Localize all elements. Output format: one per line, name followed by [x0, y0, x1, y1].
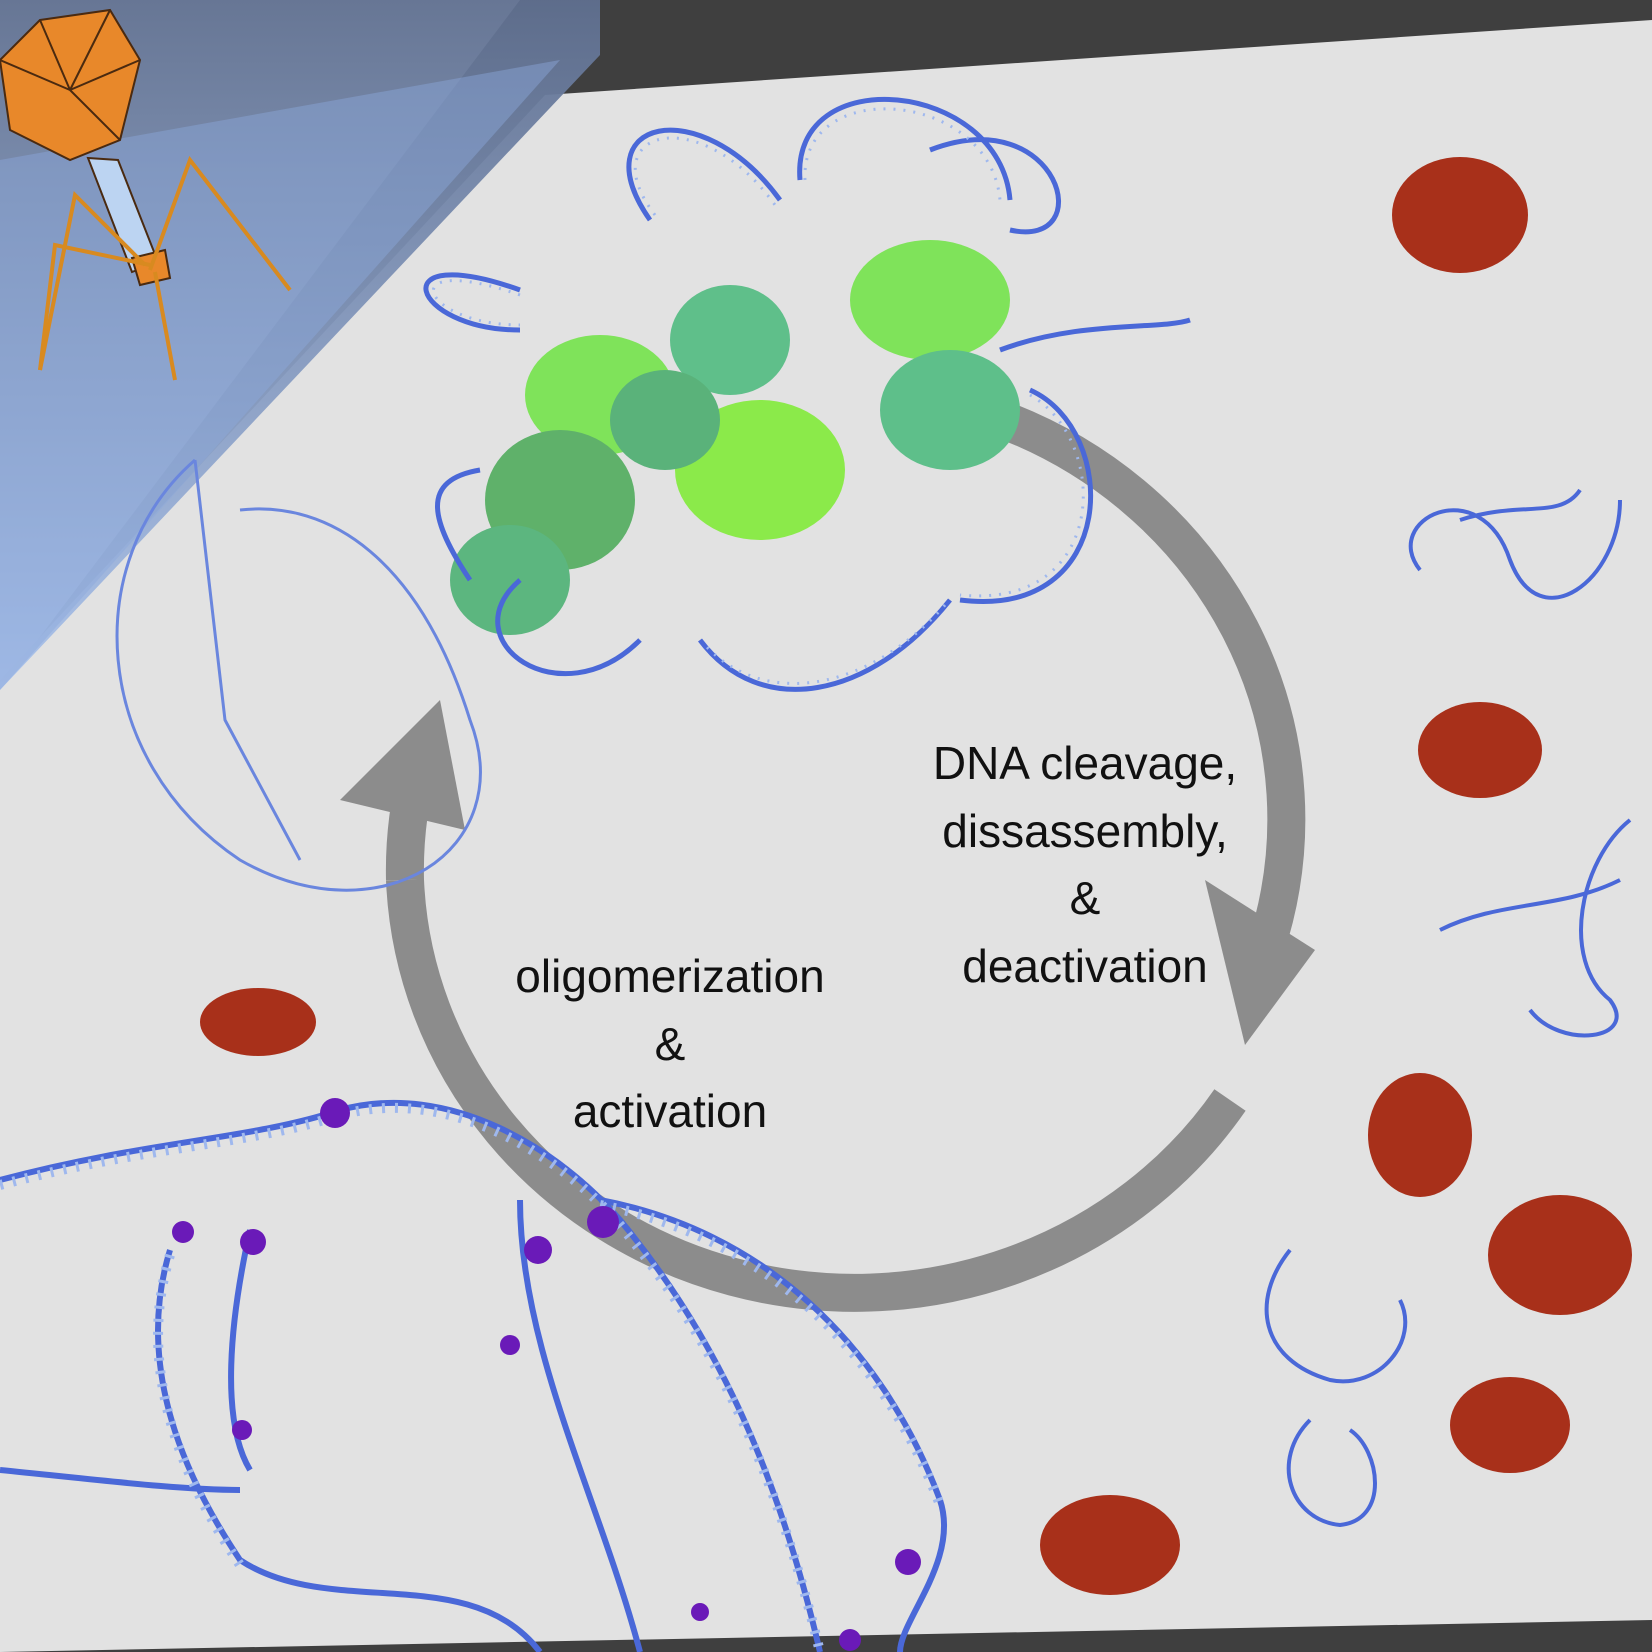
label-line: oligomerization	[460, 943, 880, 1011]
label-oligomerization-activation: oligomerization & activation	[460, 943, 880, 1146]
label-cleavage-deactivation: DNA cleavage, dissassembly, & deactivati…	[880, 730, 1290, 1000]
label-line: &	[880, 865, 1290, 933]
label-line: DNA cleavage,	[880, 730, 1290, 798]
label-line: dissassembly,	[880, 798, 1290, 866]
label-line: &	[460, 1011, 880, 1079]
label-line: deactivation	[880, 933, 1290, 1001]
label-line: activation	[460, 1078, 880, 1146]
